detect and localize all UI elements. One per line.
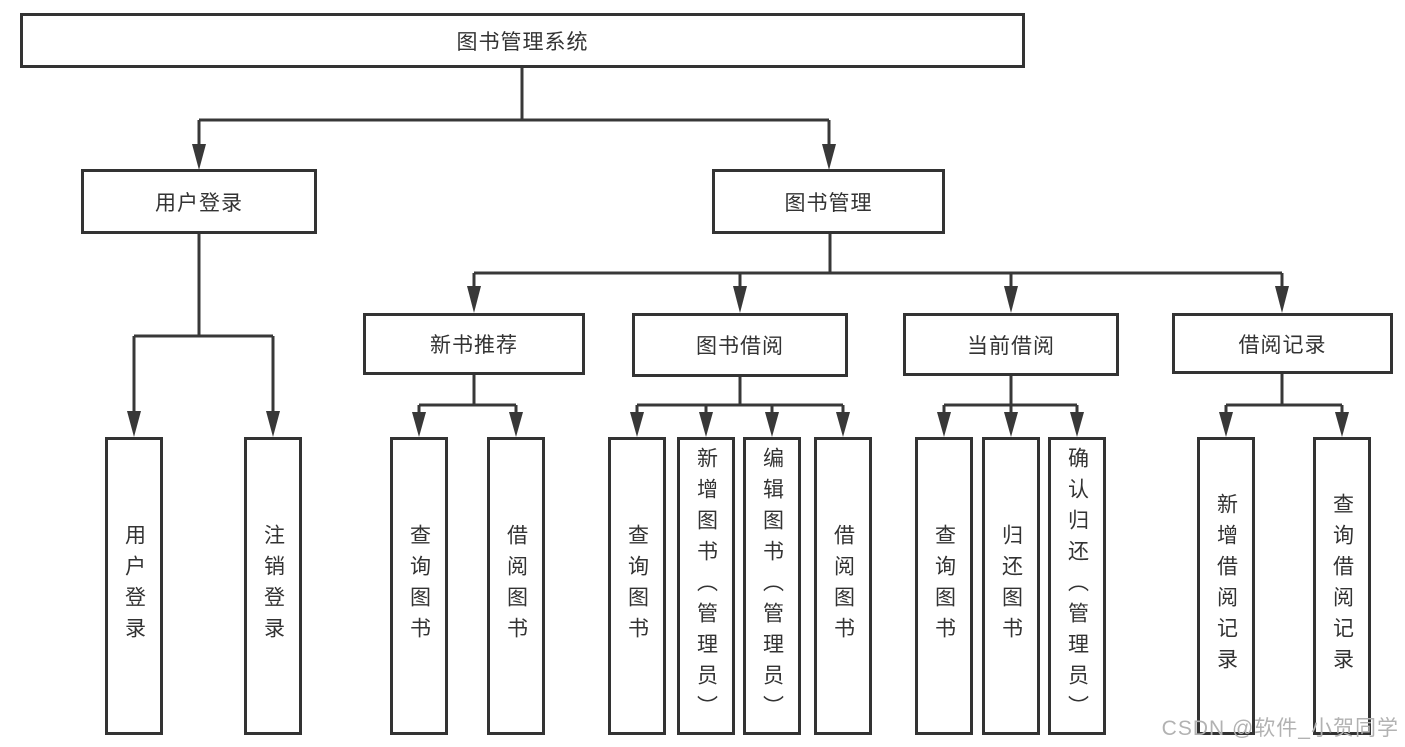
leaf-borrow-books-label: 借阅图书 — [831, 524, 855, 648]
leaf-user-login: 用户登录 — [105, 437, 163, 735]
leaf-return-books-label: 归还图书 — [999, 524, 1023, 648]
node-new-book-recommendation-label: 新书推荐 — [430, 334, 518, 357]
leaf-query-borrow-record: 查询借阅记录 — [1313, 437, 1371, 735]
node-book-management-label: 图书管理 — [784, 191, 873, 215]
csdn-watermark: CSDN @软件_小贺同学 — [1161, 717, 1399, 740]
node-new-book-recommendation: 新书推荐 — [363, 313, 585, 375]
leaf-borrow-books-recommend: 借阅图书 — [487, 437, 545, 735]
leaf-user-login-label: 用户登录 — [122, 524, 146, 648]
node-library-system: 图书管理系统 — [20, 13, 1025, 68]
node-user-login-label: 用户登录 — [155, 191, 243, 215]
node-borrowing-records-label: 借阅记录 — [1238, 333, 1327, 357]
leaf-query-books-recommend-label: 查询图书 — [407, 524, 431, 648]
node-user-login: 用户登录 — [81, 169, 317, 234]
node-book-borrowing-label: 图书借阅 — [696, 335, 784, 358]
node-book-borrowing: 图书借阅 — [632, 313, 848, 377]
leaf-edit-books-admin-label: 编辑图书（管理员） — [760, 446, 784, 726]
leaf-add-books-admin-label: 新增图书（管理员） — [694, 446, 718, 726]
leaf-add-borrow-record-label: 新增借阅记录 — [1214, 493, 1238, 679]
arrowheads — [127, 144, 1349, 437]
leaf-return-books: 归还图书 — [982, 437, 1040, 735]
node-current-borrowing-label: 当前借阅 — [967, 334, 1055, 358]
leaf-edit-books-admin: 编辑图书（管理员） — [743, 437, 801, 735]
leaf-query-books-current: 查询图书 — [915, 437, 973, 735]
leaf-query-books-borrow-label: 查询图书 — [625, 524, 649, 648]
leaf-borrow-books-recommend-label: 借阅图书 — [504, 524, 528, 648]
leaf-query-borrow-record-label: 查询借阅记录 — [1330, 493, 1354, 679]
leaf-query-books-current-label: 查询图书 — [932, 524, 956, 648]
leaf-add-borrow-record: 新增借阅记录 — [1197, 437, 1255, 735]
leaf-logout-label: 注销登录 — [261, 524, 285, 648]
leaf-confirm-return-admin: 确认归还（管理员） — [1048, 437, 1106, 735]
leaf-query-books-recommend: 查询图书 — [390, 437, 448, 735]
node-book-management: 图书管理 — [712, 169, 945, 234]
leaf-logout: 注销登录 — [244, 437, 302, 735]
leaf-add-books-admin: 新增图书（管理员） — [677, 437, 735, 735]
leaf-query-books-borrow: 查询图书 — [608, 437, 666, 735]
node-current-borrowing: 当前借阅 — [903, 313, 1119, 376]
leaf-confirm-return-admin-label: 确认归还（管理员） — [1065, 446, 1089, 726]
leaf-borrow-books: 借阅图书 — [814, 437, 872, 735]
node-borrowing-records: 借阅记录 — [1172, 313, 1393, 374]
node-library-system-label: 图书管理系统 — [456, 30, 589, 54]
